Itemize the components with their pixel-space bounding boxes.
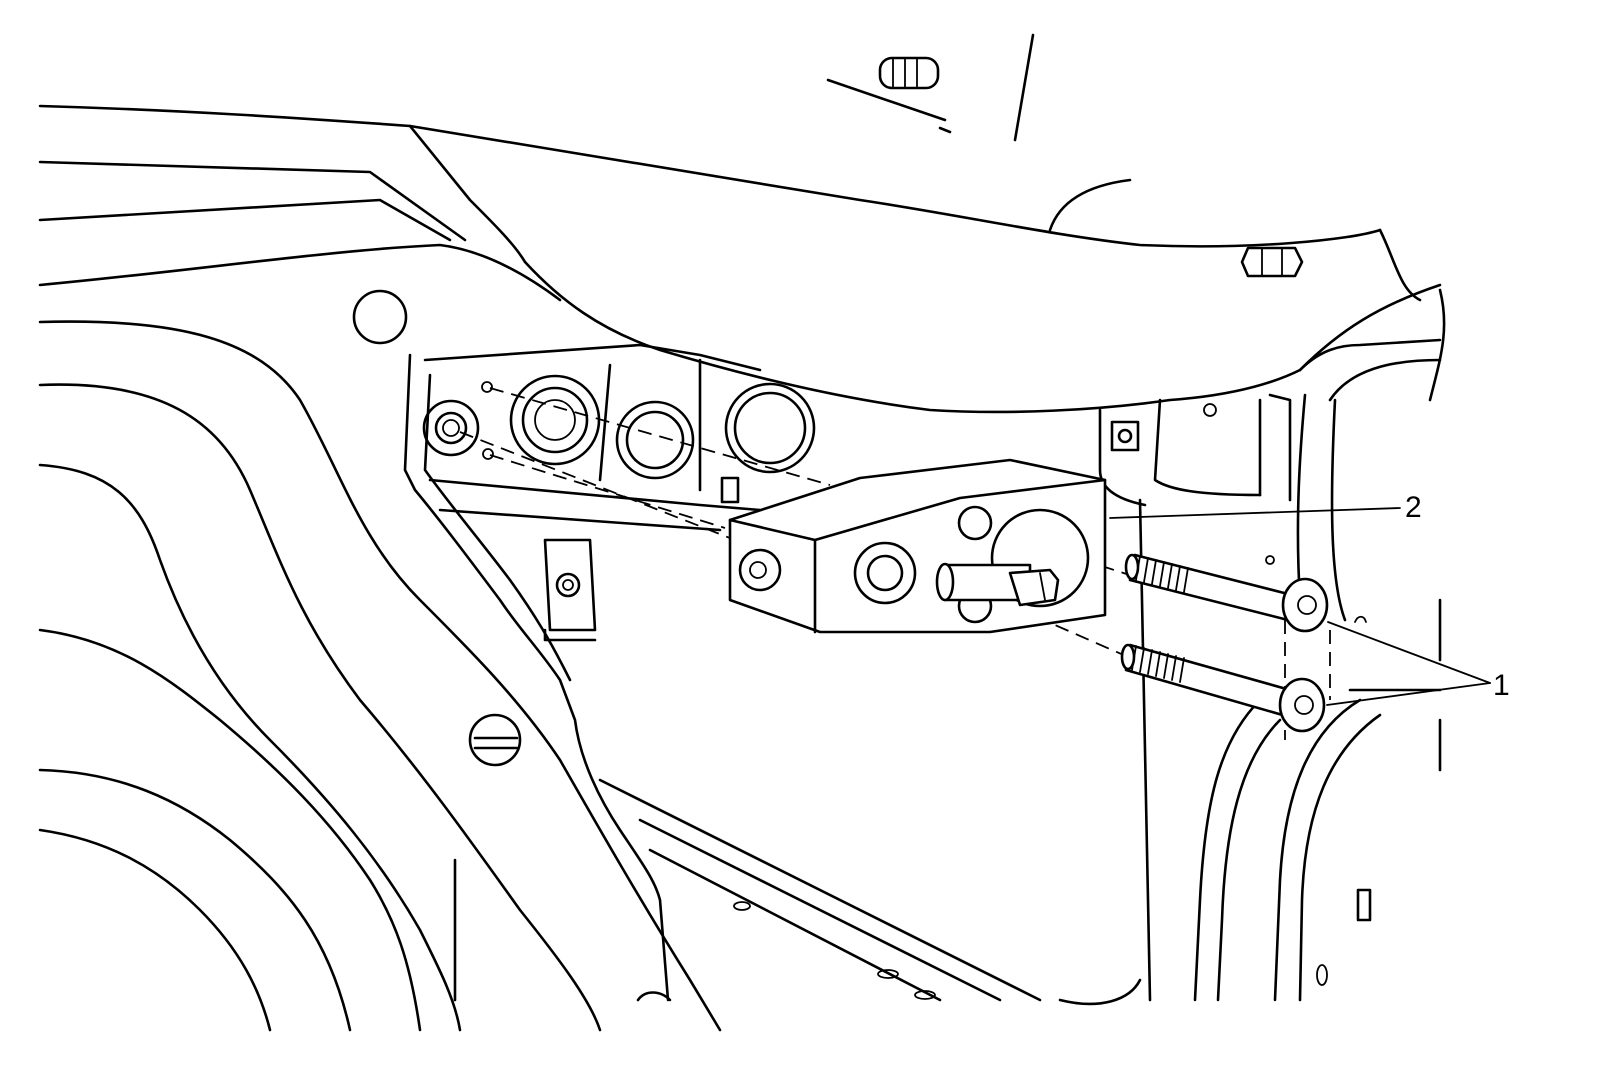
stud: [878, 56, 940, 90]
grommet-3: [615, 400, 695, 480]
grommet-2: [509, 374, 601, 466]
mounting-bracket: [728, 458, 1107, 634]
bolt-lower: [1120, 643, 1326, 733]
upper-panel: [408, 33, 1442, 414]
lower-rail: [598, 778, 1042, 1002]
door-frame-right: [1058, 288, 1446, 1006]
callout-2-label: 2: [1405, 491, 1422, 524]
callout-leaders: [1109, 507, 1491, 706]
clip-bracket: [543, 538, 597, 642]
body-panel-left: [38, 104, 722, 1032]
nut: [1240, 246, 1304, 278]
grommet-1: [422, 399, 480, 457]
callout-1-label: 1: [1493, 669, 1510, 702]
mounting-opening: [403, 343, 816, 1002]
grommet-4: [724, 382, 816, 474]
bolt-upper: [1124, 553, 1329, 633]
